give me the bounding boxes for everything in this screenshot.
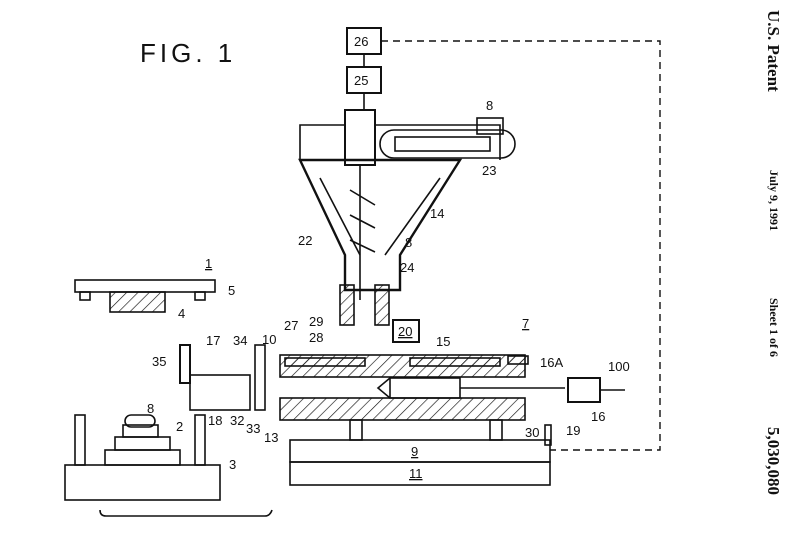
header-patent-number: 5,030,080 <box>764 427 783 495</box>
label-20: 20 <box>398 324 412 339</box>
label-24: 24 <box>400 260 414 275</box>
label-5: 5 <box>228 283 235 298</box>
label-7: 7 <box>522 316 529 331</box>
label-13: 13 <box>264 430 278 445</box>
label-8: 8 <box>405 235 412 250</box>
label-4: 4 <box>178 306 185 321</box>
header-office: U.S. Patent <box>764 10 783 92</box>
label-17: 17 <box>206 333 220 348</box>
label-30: 30 <box>525 425 539 440</box>
controller-boxes <box>347 28 660 450</box>
label-2: 2 <box>176 419 183 434</box>
header-date: July 9, 1991 <box>767 170 781 231</box>
label-15: 15 <box>436 334 450 349</box>
label-100: 100 <box>608 359 630 374</box>
label-32: 32 <box>230 413 244 428</box>
label-27: 27 <box>284 318 298 333</box>
label-8: 8 <box>147 401 154 416</box>
label-8: 8 <box>486 98 493 113</box>
label-9: 9 <box>411 444 418 459</box>
header-sheet: Sheet 1 of 6 <box>767 298 781 357</box>
mold-bottom <box>65 415 272 516</box>
label-18: 18 <box>208 413 222 428</box>
label-11: 11 <box>409 466 423 481</box>
label-33: 33 <box>246 421 260 436</box>
label-16A: 16A <box>540 355 563 370</box>
patent-header: U.S. Patent July 9, 1991 Sheet 1 of 6 5,… <box>764 10 783 495</box>
figure-title: FIG. 1 <box>140 38 236 68</box>
label-10: 10 <box>262 332 276 347</box>
label-35: 35 <box>152 354 166 369</box>
label-23: 23 <box>482 163 496 178</box>
label-26: 26 <box>354 34 368 49</box>
label-3: 3 <box>229 457 236 472</box>
label-1: 1 <box>205 256 212 271</box>
label-19: 19 <box>566 423 580 438</box>
label-16: 16 <box>591 409 605 424</box>
label-29: 29 <box>309 314 323 329</box>
label-28: 28 <box>309 330 323 345</box>
hopper-assembly <box>300 110 515 325</box>
label-25: 25 <box>354 73 368 88</box>
label-22: 22 <box>298 233 312 248</box>
label-14: 14 <box>430 206 444 221</box>
label-34: 34 <box>233 333 247 348</box>
mold-top <box>75 280 215 312</box>
